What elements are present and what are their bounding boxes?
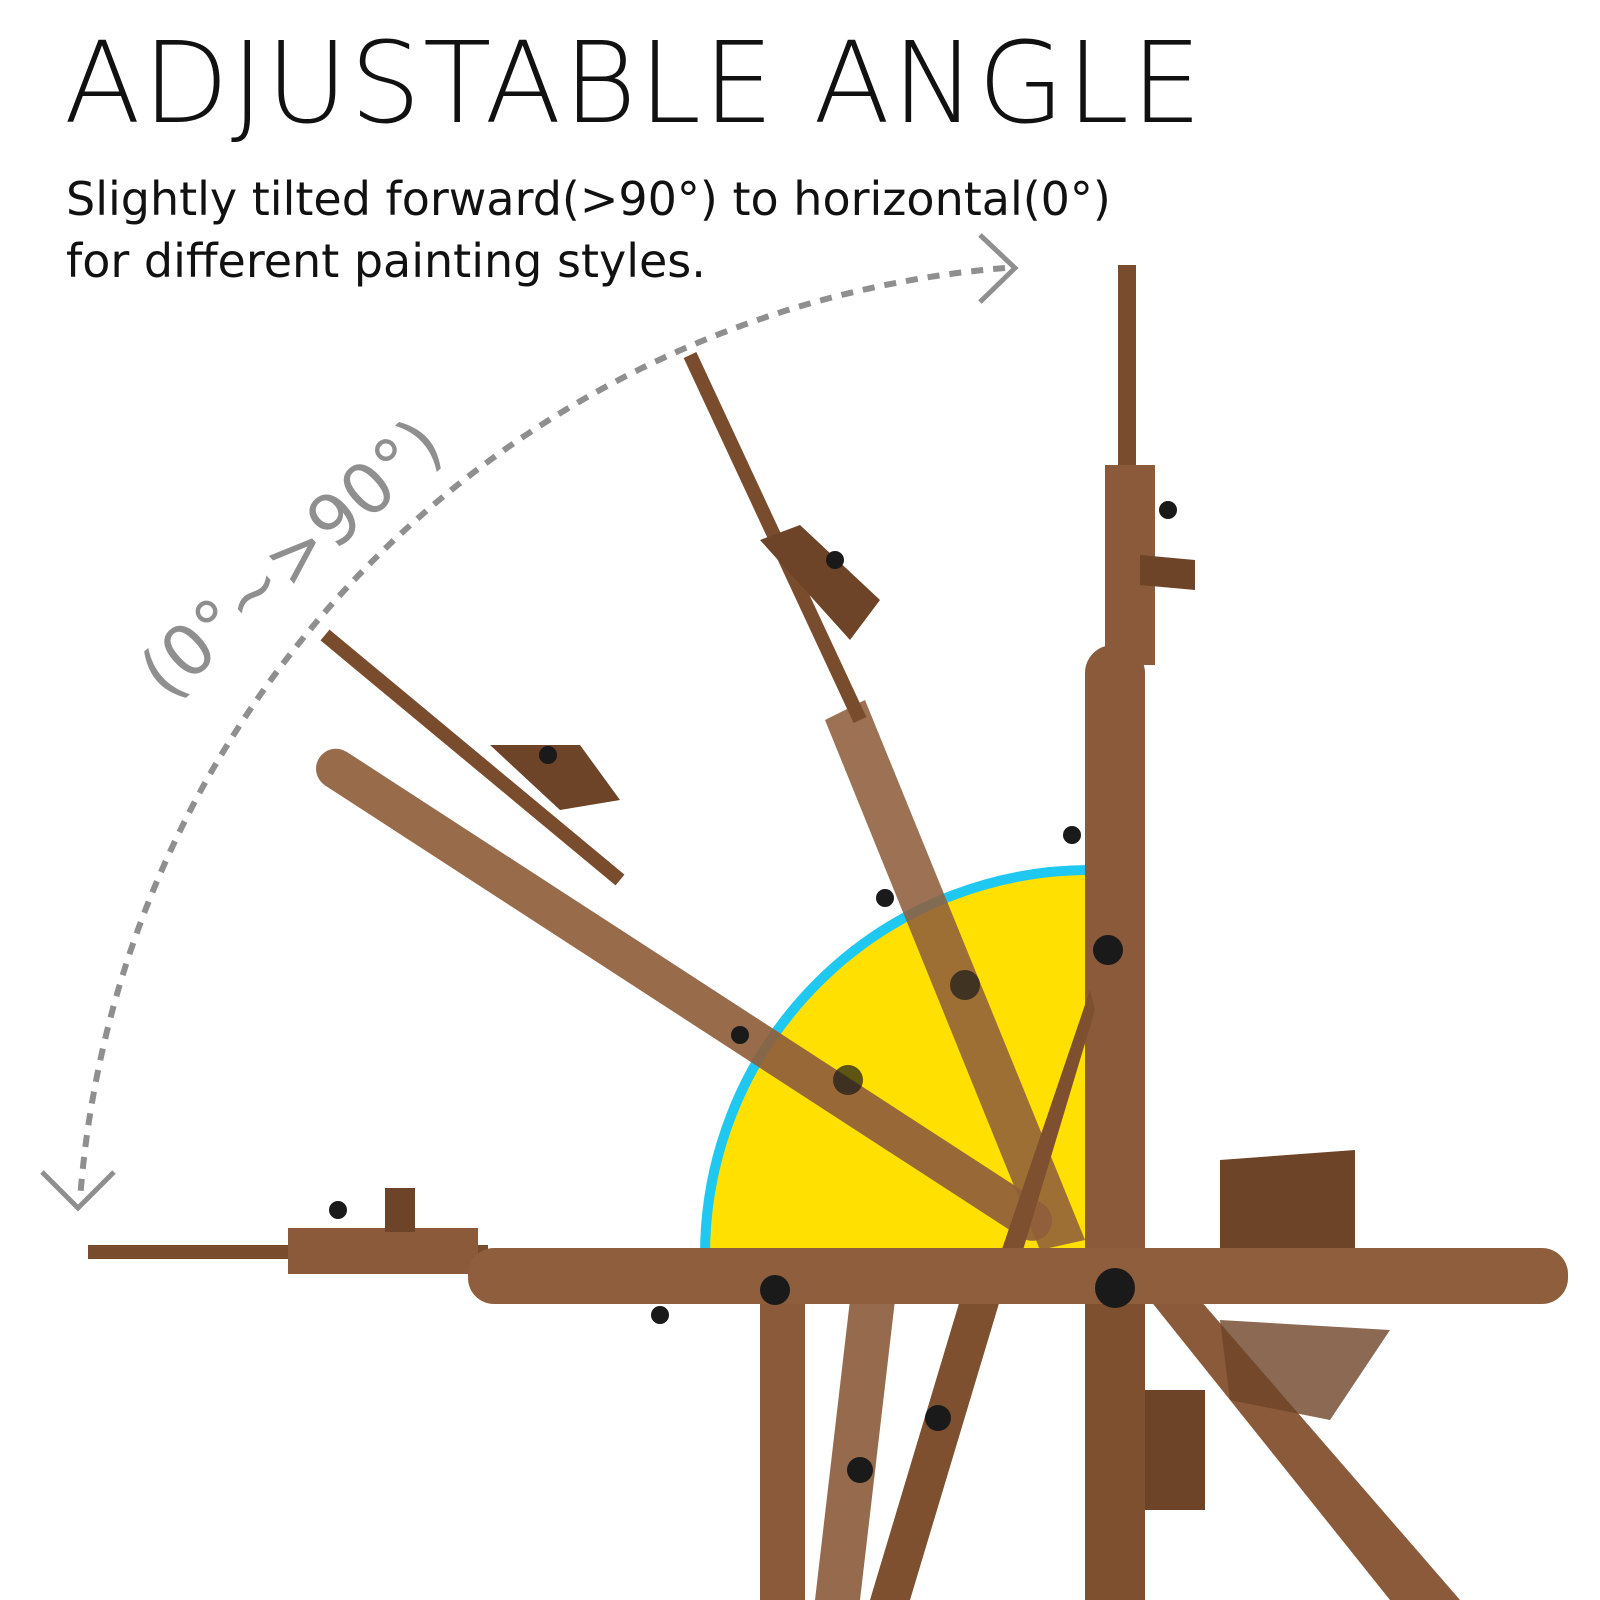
headline: ADJUSTABLE ANGLE xyxy=(64,19,1204,149)
arrowhead-down-icon xyxy=(40,1170,116,1212)
easel xyxy=(88,265,1568,1600)
subtitle-line-2: for different painting styles. xyxy=(66,234,706,288)
subtitle: Slightly tilted forward(>90°) to horizon… xyxy=(66,168,1111,292)
subtitle-line-1: Slightly tilted forward(>90°) to horizon… xyxy=(66,172,1111,226)
angle-highlight xyxy=(699,864,1095,1260)
arrowhead-right-icon xyxy=(978,233,1019,304)
dotted-arc-arrow xyxy=(77,265,1006,1201)
